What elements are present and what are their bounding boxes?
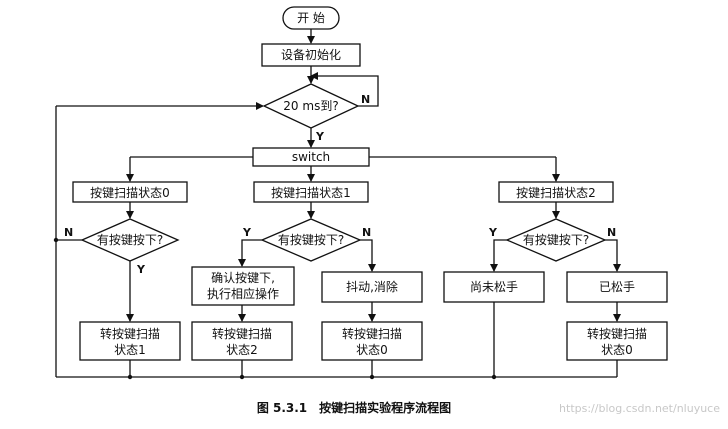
not-released-box [443,271,545,303]
junction-dot [239,374,245,380]
arrow-s1-yes [238,239,262,267]
decision-key-s1 [260,218,362,262]
decision-s2-yes-label: Y [488,226,498,239]
junction-dot [53,237,59,243]
init-label: 设备初始化 [281,48,341,62]
decision-s1-yes-label: Y [242,226,252,239]
start-label: 开 始 [297,11,325,25]
to-state2-label-line2: 状态2 [226,343,258,357]
decision-key-s2-label: 有按键按下? [523,233,589,247]
to-state0-box-b [566,321,668,361]
figure-caption: 图 5.3.1 按键扫描实验程序流程图 [257,400,451,415]
arrow-20ms-no-loop [310,72,379,107]
confirm-box [191,266,295,306]
decision-20ms-label: 20 ms到? [283,99,338,113]
released-label: 已松手 [599,280,635,294]
junction-dot [127,374,133,380]
to-state1-label-line2: 状态1 [114,343,146,357]
arrow-s1-no [360,239,376,272]
arrow-s2-yes [490,239,507,272]
to-state1-label-line1: 转按键扫描 [100,326,160,341]
junction-dot [491,374,497,380]
not-released-label: 尚未松手 [470,280,518,294]
decision-s1-no-label: N [362,226,371,239]
confirm-label-line2: 执行相应操作 [207,286,279,301]
to-state2-label-line1: 转按键扫描 [212,326,272,341]
decision-20ms-yes-label: Y [315,130,325,143]
to-state1-box [79,321,181,361]
decision-key-s2 [505,218,607,262]
to-state0-box-a [321,321,423,361]
decision-key-s0-label: 有按键按下? [97,233,163,247]
to-state2-box [191,321,293,361]
state0-label: 按键扫描状态0 [90,186,170,200]
debounce-label: 抖动,消除 [346,279,398,294]
to-state0-b-label-line1: 转按键扫描 [587,326,647,341]
to-state0-a-label-line2: 状态0 [356,343,388,357]
watermark-text: https://blog.csdn.net/nluyuce [559,402,720,415]
decision-s0-yes-label: Y [136,263,146,276]
state2-label: 按键扫描状态2 [516,186,596,200]
released-box [566,271,668,303]
arrow-s2-no [605,239,621,272]
to-state0-a-label-line1: 转按键扫描 [342,326,402,341]
switch-label: switch [292,150,330,164]
confirm-label-line1: 确认按键下, [211,271,275,285]
state1-label: 按键扫描状态1 [271,186,351,200]
decision-key-s1-label: 有按键按下? [278,233,344,247]
junction-dot [369,374,375,380]
decision-s2-no-label: N [607,226,616,239]
decision-20ms-no-label: N [361,93,370,106]
decision-s0-no-label: N [64,226,73,239]
to-state0-b-label-line2: 状态0 [601,343,633,357]
